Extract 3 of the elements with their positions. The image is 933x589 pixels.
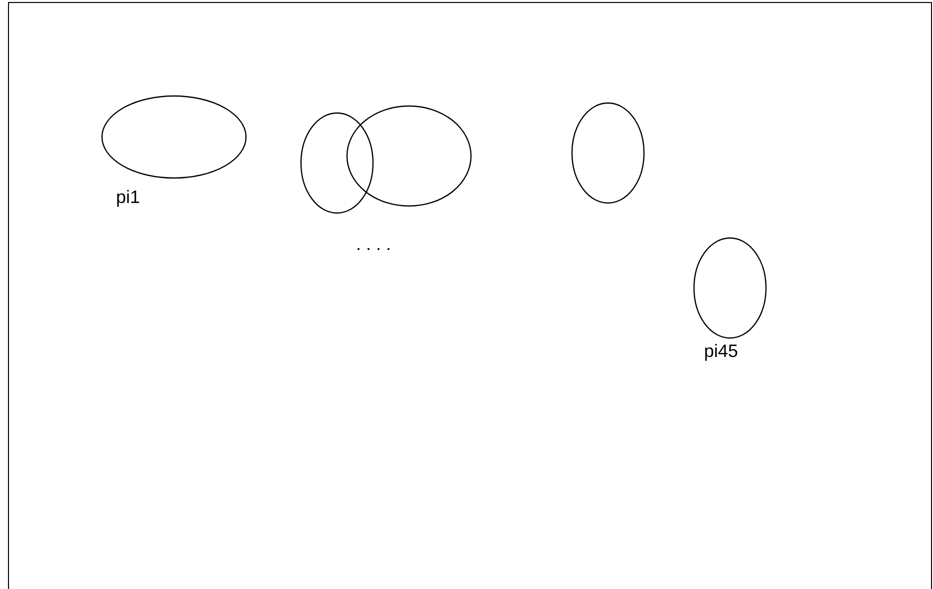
ellipsis-text: . . . . <box>356 234 392 254</box>
node-label: pi1 <box>115 187 142 207</box>
node-label: pi45 <box>703 341 740 361</box>
